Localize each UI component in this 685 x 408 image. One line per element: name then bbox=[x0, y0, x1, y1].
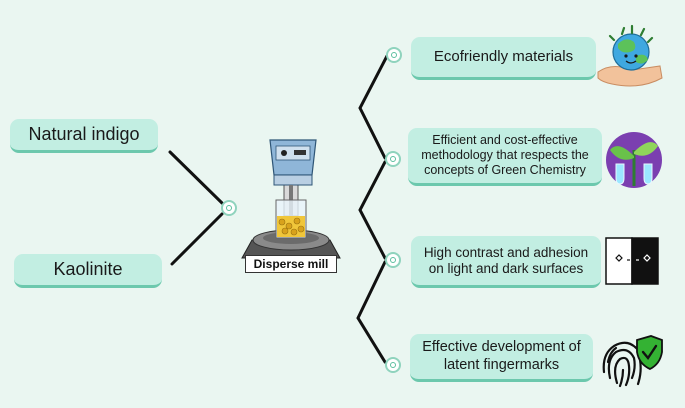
output-green-chemistry: Efficient and cost-effective methodology… bbox=[408, 128, 602, 186]
output-label: High contrast and adhesion on light and … bbox=[423, 244, 589, 276]
output-label: Efficient and cost-effective methodology… bbox=[421, 133, 589, 177]
output-label: Effective development of latent fingerma… bbox=[422, 339, 581, 373]
input-label: Kaolinite bbox=[53, 259, 123, 279]
output-node-4 bbox=[385, 357, 401, 373]
output-fingermarks: Effective development of latent fingerma… bbox=[410, 334, 593, 382]
connector-output-2-3 bbox=[358, 160, 387, 260]
connector-kaolinite bbox=[170, 212, 224, 266]
input-label: Natural indigo bbox=[28, 124, 140, 144]
connector-output-1-2 bbox=[358, 54, 389, 160]
output-node-2 bbox=[385, 151, 401, 167]
connector-output-3-4 bbox=[356, 260, 387, 364]
output-node-3 bbox=[385, 252, 401, 268]
output-label: Ecofriendly materials bbox=[433, 48, 574, 66]
output-ecofriendly: Ecofriendly materials bbox=[411, 37, 596, 80]
input-kaolinite: Kaolinite bbox=[14, 254, 162, 288]
connector-indigo bbox=[168, 150, 224, 205]
junction-node bbox=[221, 200, 237, 216]
output-high-contrast: High contrast and adhesion on light and … bbox=[411, 236, 601, 288]
output-node-1 bbox=[386, 47, 402, 63]
disperse-mill-label: Disperse mill bbox=[245, 255, 337, 273]
input-natural-indigo: Natural indigo bbox=[10, 119, 158, 153]
